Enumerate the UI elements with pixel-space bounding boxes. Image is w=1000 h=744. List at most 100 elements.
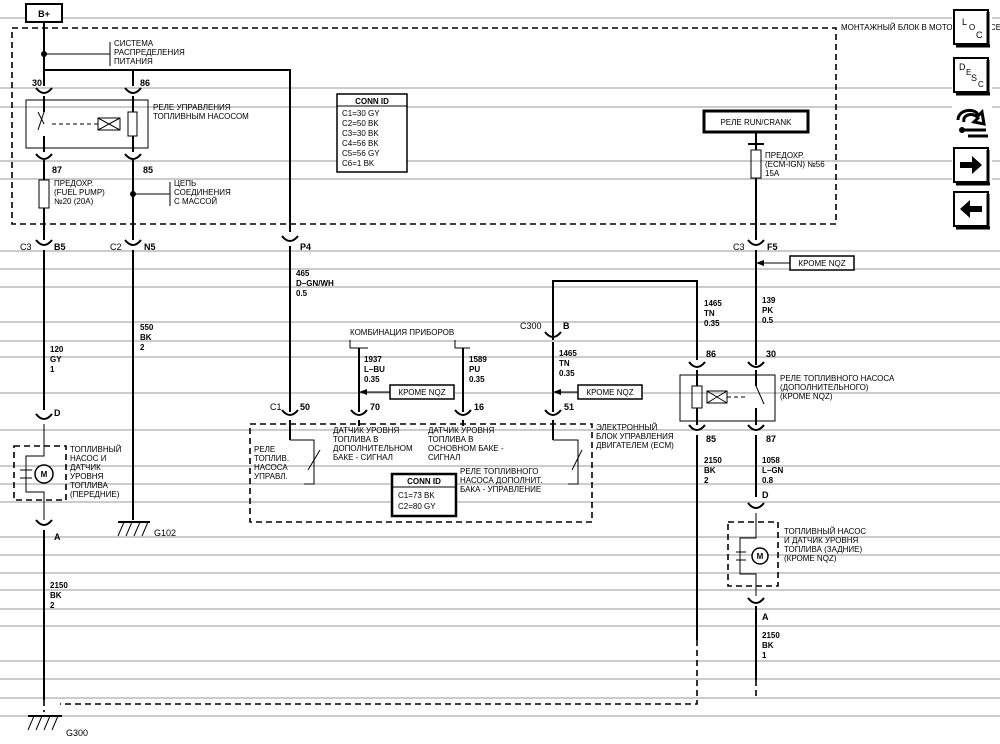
svg-text:50: 50: [300, 402, 310, 412]
rear-pump-label: ТОПЛИВНЫЙ НАСОС И ДАТЧИК УРОВНЯ ТОПЛИВА …: [784, 527, 866, 563]
wire-86-to-p4: [44, 69, 291, 232]
svg-text:ЭЛЕКТРОННЫЙ: ЭЛЕКТРОННЫЙ: [596, 423, 658, 432]
svg-text:(КРОМЕ NQZ): (КРОМЕ NQZ): [784, 554, 837, 563]
battery-plus-label: B+: [38, 9, 50, 19]
wire-2150-mid-label: 2150 BK 2: [704, 456, 722, 485]
svg-text:A: A: [54, 532, 61, 542]
conn-id-box-2: CONN ID C1=73 BK C2=80 GY: [390, 472, 458, 518]
svg-text:C1=30 GY: C1=30 GY: [342, 109, 380, 118]
svg-text:C2=50 BK: C2=50 BK: [342, 119, 379, 128]
svg-text:G300: G300: [66, 728, 88, 738]
svg-text:ДОПОЛНИТЕЛЬНОМ: ДОПОЛНИТЕЛЬНОМ: [333, 444, 413, 453]
power-dist-label: СИСТЕМА РАСПРЕДЕЛЕНИЯ ПИТАНИЯ: [114, 39, 185, 66]
svg-text:B5: B5: [54, 242, 66, 252]
svg-text:CONN ID: CONN ID: [407, 477, 441, 486]
svg-text:1: 1: [50, 365, 55, 374]
svg-text:2: 2: [140, 343, 145, 352]
svg-text:БАКА - УПРАВЛЕНИЕ: БАКА - УПРАВЛЕНИЕ: [460, 485, 541, 494]
svg-text:ТОПЛИВНЫМ НАСОСОМ: ТОПЛИВНЫМ НАСОСОМ: [153, 112, 249, 121]
svg-text:87: 87: [52, 165, 62, 175]
wire-1058-label: 1058 L–GN 0.8: [762, 456, 784, 485]
fuse-ecm-ign: [750, 149, 762, 179]
svg-text:L–GN: L–GN: [762, 466, 784, 475]
svg-text:N5: N5: [144, 242, 156, 252]
svg-text:PK: PK: [762, 306, 773, 315]
wire-1465-lower-label: 1465 TN 0.35: [559, 349, 577, 378]
svg-text:РЕЛЕ УПРАВЛЕНИЯ: РЕЛЕ УПРАВЛЕНИЯ: [153, 103, 231, 112]
svg-text:МОНТАЖНЫЙ БЛОК В МОТОРНОМ ОТСЕ: МОНТАЖНЫЙ БЛОК В МОТОРНОМ ОТСЕКЕ: [841, 23, 1000, 32]
svg-text:ДАТЧИК УРОВНЯ: ДАТЧИК УРОВНЯ: [333, 426, 400, 435]
front-pump-label: ТОПЛИВНЫЙ НАСОС И ДАТЧИК УРОВНЯ ТОПЛИВА …: [70, 445, 122, 499]
desc-button[interactable]: D E S C: [952, 56, 992, 96]
svg-text:ДАТЧИК УРОВНЯ: ДАТЧИК УРОВНЯ: [428, 426, 495, 435]
svg-text:ОСНОВНОМ БАКЕ -: ОСНОВНОМ БАКЕ -: [428, 444, 504, 453]
svg-text:C6=1 BK: C6=1 BK: [342, 159, 375, 168]
svg-text:№20 (20A): №20 (20A): [54, 197, 94, 206]
svg-text:P4: P4: [300, 242, 311, 252]
svg-text:1937: 1937: [364, 355, 382, 364]
svg-text:L: L: [962, 17, 967, 27]
svg-text:D: D: [762, 490, 769, 500]
except-nqz-tag-1: [789, 255, 855, 271]
battery-plus-box: B+: [25, 3, 63, 23]
svg-text:S: S: [971, 73, 977, 83]
svg-text:CONN ID: CONN ID: [355, 97, 389, 106]
wire-route-button[interactable]: [952, 100, 992, 144]
svg-text:D: D: [54, 408, 61, 418]
svg-text:УРОВНЯ: УРОВНЯ: [70, 472, 104, 481]
wire-route-icon: [956, 108, 988, 138]
svg-text:F5: F5: [767, 242, 778, 252]
next-button[interactable]: [952, 146, 992, 186]
svg-text:C1: C1: [270, 402, 282, 412]
wire-2150-right-label: 2150 BK 1: [762, 631, 780, 660]
svg-text:ДАТЧИК: ДАТЧИК: [70, 463, 101, 472]
svg-text:C4=56 BK: C4=56 BK: [342, 139, 379, 148]
svg-text:70: 70: [370, 402, 380, 412]
svg-text:C3: C3: [733, 242, 745, 252]
wire-2150-left-label: 2150 BK 2: [50, 581, 68, 610]
ground-g300: G300: [27, 715, 88, 738]
svg-text:КРОМЕ NQZ: КРОМЕ NQZ: [586, 388, 633, 397]
svg-text:2: 2: [704, 476, 709, 485]
svg-text:B: B: [563, 321, 570, 331]
svg-text:2150: 2150: [762, 631, 780, 640]
ecm-label: ЭЛЕКТРОННЫЙ БЛОК УПРАВЛЕНИЯ ДВИГАТЕЛЕМ (…: [596, 423, 674, 450]
svg-text:1589: 1589: [469, 355, 487, 364]
svg-text:D: D: [959, 62, 966, 72]
svg-text:C300: C300: [520, 321, 542, 331]
svg-text:(FUEL PUMP): (FUEL PUMP): [54, 188, 105, 197]
background-grid-lines: [0, 17, 1000, 717]
svg-text:С МАССОЙ: С МАССОЙ: [174, 197, 217, 206]
wire-550-label: 550 BK 2: [140, 323, 154, 352]
svg-text:465: 465: [296, 269, 310, 278]
loc-button[interactable]: L O C: [952, 8, 992, 48]
svg-text:1465: 1465: [559, 349, 577, 358]
rear-pump-motor: [751, 547, 769, 565]
svg-text:РЕЛЕ ТОПЛИВНОГО: РЕЛЕ ТОПЛИВНОГО: [460, 467, 538, 476]
svg-text:(ДОПОЛНИТЕЛЬНОГО): (ДОПОЛНИТЕЛЬНОГО): [780, 383, 869, 392]
run-crank-relay-box: РЕЛЕ RUN/CRANK: [702, 109, 810, 134]
svg-text:BK: BK: [762, 641, 774, 650]
svg-text:51: 51: [564, 402, 574, 412]
svg-text:СОЕДИНЕНИЯ: СОЕДИНЕНИЯ: [174, 188, 231, 197]
svg-text:M: M: [41, 470, 48, 479]
svg-text:2150: 2150: [50, 581, 68, 590]
svg-text:C2: C2: [110, 242, 122, 252]
svg-text:TN: TN: [559, 359, 570, 368]
fuse-block-boundary: [11, 27, 837, 225]
wire-1465-loop: [552, 280, 698, 360]
svg-text:(ECM-IGN) №56: (ECM-IGN) №56: [765, 160, 825, 169]
svg-text:C: C: [976, 30, 983, 40]
svg-text:L–BU: L–BU: [364, 365, 385, 374]
ecm-relay-label: РЕЛЕ ТОПЛИВ. НАСОСА УПРАВЛ.: [254, 445, 289, 481]
wire-1937-label: 1937 L–BU 0.35: [364, 355, 385, 384]
svg-text:0.5: 0.5: [296, 289, 308, 298]
prev-button[interactable]: [952, 190, 992, 230]
svg-text:GY: GY: [50, 355, 62, 364]
svg-text:G102: G102: [154, 528, 176, 538]
aux-fuel-pump-relay: [679, 374, 776, 422]
fuse-fuel-pump: [38, 179, 50, 209]
svg-text:86: 86: [140, 78, 150, 88]
svg-text:РЕЛЕ: РЕЛЕ: [254, 445, 275, 454]
